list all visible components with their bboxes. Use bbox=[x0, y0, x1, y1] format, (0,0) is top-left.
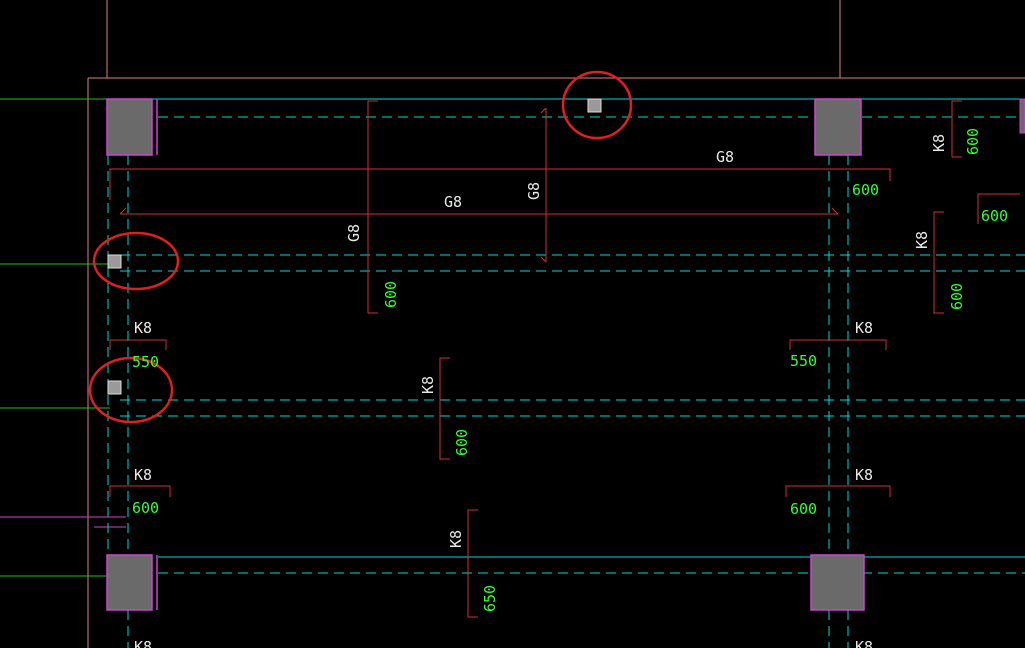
label-650-center: 650 bbox=[481, 585, 499, 612]
label-600-right-c: 600 bbox=[790, 500, 817, 518]
label-600-center-a: 600 bbox=[453, 429, 471, 456]
label-k8-center-a: K8 bbox=[419, 376, 437, 394]
label-g8-vertical-center: G8 bbox=[525, 182, 543, 200]
annotation-labels: G8 G8 G8 G8 K8 600 600 600 K8 600 600 K8… bbox=[132, 128, 1008, 648]
label-g8-top: G8 bbox=[716, 148, 734, 166]
label-k8-center-b: K8 bbox=[447, 530, 465, 548]
label-600-left-vertical: 600 bbox=[382, 281, 400, 308]
label-k8-bottom-right: K8 bbox=[855, 638, 873, 648]
label-g8-vertical-left: G8 bbox=[345, 224, 363, 242]
highlight-circle-left-a bbox=[92, 231, 180, 291]
marker-top bbox=[587, 98, 602, 113]
label-k8-top-right: K8 bbox=[930, 134, 948, 152]
marker-left-b bbox=[107, 380, 122, 395]
column-edge-right bbox=[1019, 98, 1025, 134]
label-550-right: 550 bbox=[790, 352, 817, 370]
label-k8-right-c: K8 bbox=[855, 466, 873, 484]
label-k8-bottom-left: K8 bbox=[134, 638, 152, 648]
highlight-circle-left-b bbox=[88, 356, 174, 424]
beam-lines bbox=[107, 98, 1025, 648]
label-600-top-right: 600 bbox=[964, 128, 982, 155]
embedded-part-markers bbox=[107, 98, 602, 395]
label-600-right-mid: 600 bbox=[948, 283, 966, 310]
label-g8-mid: G8 bbox=[444, 193, 462, 211]
label-k8-right-b: K8 bbox=[855, 319, 873, 337]
building-outline bbox=[87, 0, 1025, 648]
marker-left-a bbox=[107, 254, 122, 269]
highlight-circle-top bbox=[561, 70, 633, 140]
label-k8-right-mid: K8 bbox=[913, 231, 931, 249]
label-550-left: 550 bbox=[132, 353, 159, 371]
highlight-circles bbox=[88, 70, 633, 424]
column-bottom-right bbox=[810, 554, 865, 611]
label-600-left-b: 600 bbox=[132, 499, 159, 517]
column-top-right bbox=[814, 98, 862, 156]
label-k8-left-b: K8 bbox=[134, 466, 152, 484]
label-600-right-b: 600 bbox=[981, 207, 1008, 225]
column-top-left bbox=[106, 98, 153, 156]
label-k8-left-a: K8 bbox=[134, 319, 152, 337]
columns bbox=[106, 98, 1025, 611]
column-bottom-left bbox=[106, 554, 153, 611]
rebar-lines bbox=[109, 100, 1020, 618]
label-600-right-a: 600 bbox=[852, 181, 879, 199]
